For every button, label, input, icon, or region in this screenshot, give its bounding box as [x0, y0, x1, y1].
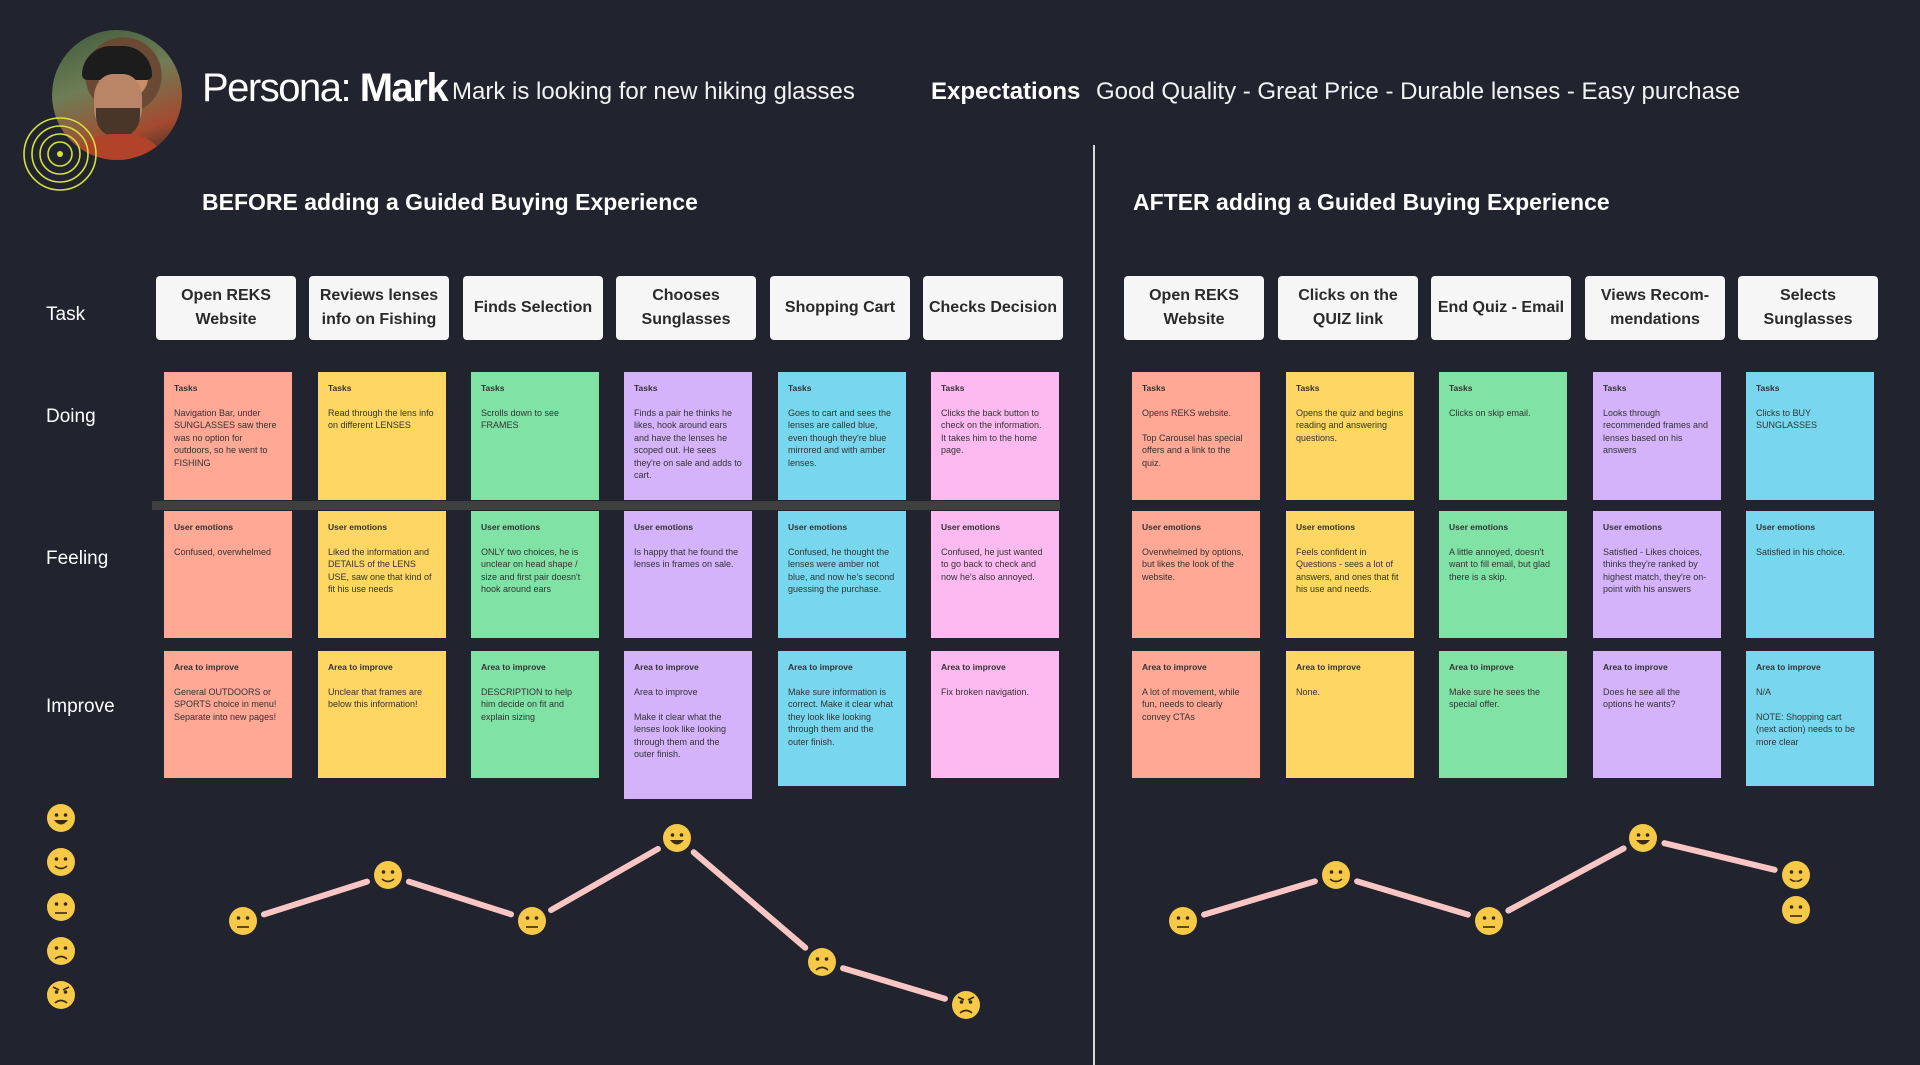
grinning-face-icon — [47, 804, 75, 832]
persona-title: Persona: Mark — [202, 66, 449, 110]
after-task-card: Open REKS Website — [1124, 276, 1264, 340]
after-task-card: Selects Sunglasses — [1738, 276, 1878, 340]
after-journey-segment — [1354, 878, 1471, 918]
after-task-card: Views Recom-mendations — [1585, 276, 1725, 340]
before-task-card: Open REKS Website — [156, 276, 296, 340]
after-journey-face — [1629, 824, 1657, 852]
row-label-doing: Doing — [46, 406, 96, 427]
after-journey-segment — [1661, 840, 1778, 873]
row-label-task: Task — [46, 304, 86, 325]
before-journey-segment — [690, 849, 809, 951]
after-journey-face — [1475, 907, 1503, 935]
target-rings-icon — [23, 117, 97, 191]
before-journey-segment — [260, 878, 371, 918]
smiling-face-icon — [47, 848, 75, 876]
before-journey-face — [518, 907, 546, 935]
after-journey-dot — [1792, 881, 1800, 889]
expectations-label: Expectations — [931, 78, 1081, 105]
before-journey-segment — [405, 878, 515, 918]
section-divider — [1093, 145, 1095, 1065]
frowning-face-icon — [47, 937, 75, 965]
before-section-title: BEFORE adding a Guided Buying Experience — [202, 189, 698, 215]
before-task-card: Checks Decision — [923, 276, 1063, 340]
after-task-card: Clicks on the QUIZ link — [1278, 276, 1418, 340]
before-journey-segment — [548, 845, 661, 914]
after-journey-face — [1782, 861, 1810, 889]
before-journey-face — [374, 861, 402, 889]
after-journey-alt-face — [1782, 896, 1810, 924]
after-section-title: AFTER adding a Guided Buying Experience — [1133, 189, 1610, 215]
expectations-text: Good Quality - Great Price - Durable len… — [1096, 78, 1741, 105]
angry-face-icon — [47, 981, 75, 1009]
neutral-face-icon — [47, 893, 75, 921]
after-journey-face — [1169, 907, 1197, 935]
before-journey-face — [663, 824, 691, 852]
persona-name: Mark — [359, 66, 449, 110]
before-journey-segment — [840, 965, 948, 1002]
after-journey-segment — [1201, 878, 1318, 918]
after-task-card: End Quiz - Email — [1431, 276, 1571, 340]
after-journey-face — [1322, 861, 1350, 889]
before-journey-face — [952, 991, 980, 1019]
before-task-card: Shopping Cart — [770, 276, 910, 340]
before-journey-face — [229, 907, 257, 935]
before-task-card: Finds Selection — [463, 276, 603, 340]
row-label-improve: Improve — [46, 696, 115, 717]
persona-description: Mark is looking for new hiking glasses — [452, 78, 855, 105]
before-journey-face — [808, 948, 836, 976]
before-task-card: Chooses Sunglasses — [616, 276, 756, 340]
row-label-feeling: Feeling — [46, 548, 109, 569]
after-journey-segment — [1505, 845, 1627, 914]
before-task-card: Reviews lenses info on Fishing — [309, 276, 449, 340]
row-separator — [152, 501, 1060, 510]
